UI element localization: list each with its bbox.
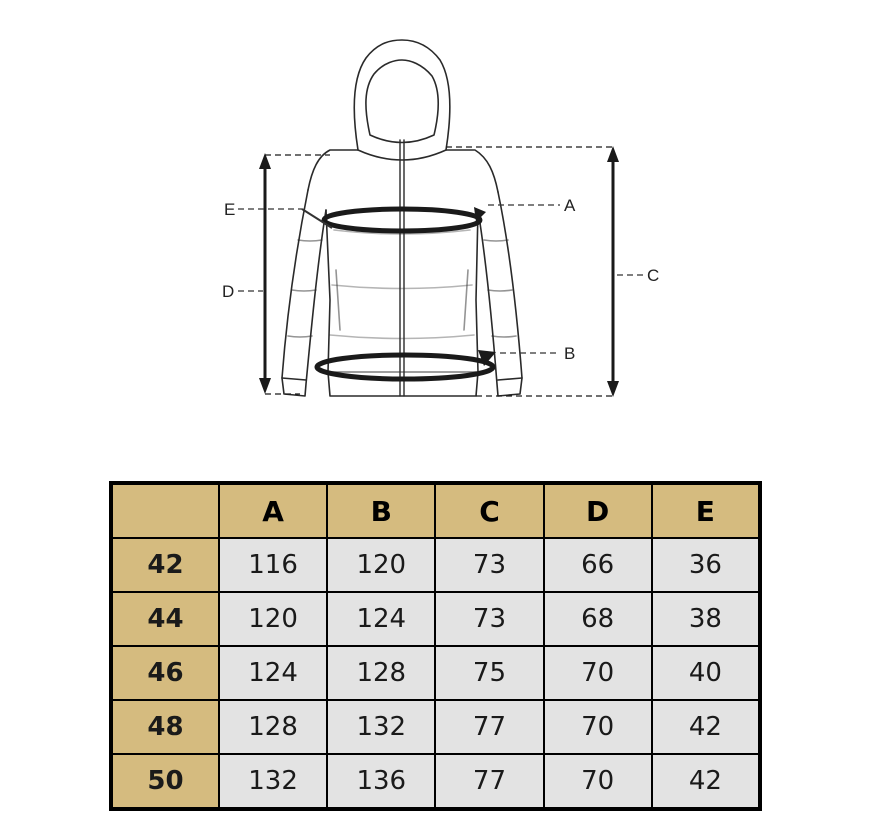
value-cell: 42 bbox=[650, 699, 762, 755]
value-cell: 68 bbox=[542, 591, 653, 647]
value-cell: 70 bbox=[542, 645, 653, 701]
value-cell: 40 bbox=[650, 645, 762, 701]
value-cell: 38 bbox=[650, 591, 762, 647]
table-row: 44 120 124 73 68 38 bbox=[110, 591, 762, 647]
value-cell: 128 bbox=[326, 645, 437, 701]
value-cell: 124 bbox=[326, 591, 437, 647]
value-cell: 132 bbox=[326, 699, 437, 755]
header-cell-a: A bbox=[217, 482, 329, 539]
header-row: A B C D E bbox=[110, 482, 762, 539]
value-cell: 132 bbox=[217, 753, 329, 810]
jacket-illustration bbox=[281, 39, 523, 397]
header-cell-e: E bbox=[650, 482, 762, 539]
size-label-cell: 44 bbox=[110, 591, 220, 647]
value-cell: 128 bbox=[217, 699, 329, 755]
header-cell-d: D bbox=[542, 482, 653, 539]
value-cell: 120 bbox=[217, 591, 329, 647]
size-label-cell: 50 bbox=[110, 753, 220, 810]
header-cell-b: B bbox=[326, 482, 437, 539]
table-row: 42 116 120 73 66 36 bbox=[110, 537, 762, 593]
value-cell: 120 bbox=[326, 537, 437, 593]
chest-measurement-loop bbox=[321, 206, 486, 234]
label-c: C bbox=[647, 266, 659, 285]
size-chart-table: A B C D E 42 116 120 73 66 36 44 120 124… bbox=[109, 481, 762, 811]
size-label-cell: 48 bbox=[110, 699, 220, 755]
size-label-cell: 46 bbox=[110, 645, 220, 701]
value-cell: 36 bbox=[650, 537, 762, 593]
value-cell: 77 bbox=[434, 753, 545, 810]
label-b: B bbox=[564, 344, 575, 363]
value-cell: 42 bbox=[650, 753, 762, 810]
value-cell: 75 bbox=[434, 645, 545, 701]
header-corner-cell bbox=[110, 482, 220, 539]
table-row: 46 124 128 75 70 40 bbox=[110, 645, 762, 701]
sleeve-arrow bbox=[259, 153, 330, 395]
value-cell: 70 bbox=[542, 699, 653, 755]
table-row: 48 128 132 77 70 42 bbox=[110, 699, 762, 755]
value-cell: 136 bbox=[326, 753, 437, 810]
shoulder-seam-marker bbox=[301, 208, 333, 229]
value-cell: 73 bbox=[434, 591, 545, 647]
label-a: A bbox=[564, 196, 576, 215]
length-arrow bbox=[446, 146, 619, 397]
size-label-cell: 42 bbox=[110, 537, 220, 593]
value-cell: 77 bbox=[434, 699, 545, 755]
value-cell: 116 bbox=[217, 537, 329, 593]
hem-measurement-loop bbox=[314, 350, 496, 382]
value-cell: 70 bbox=[542, 753, 653, 810]
jacket-measurement-diagram: A B C D E bbox=[222, 39, 659, 397]
value-cell: 73 bbox=[434, 537, 545, 593]
header-cell-c: C bbox=[434, 482, 545, 539]
label-e: E bbox=[224, 200, 235, 219]
value-cell: 66 bbox=[542, 537, 653, 593]
label-d: D bbox=[222, 282, 234, 301]
table-row: 50 132 136 77 70 42 bbox=[110, 753, 762, 810]
value-cell: 124 bbox=[217, 645, 329, 701]
